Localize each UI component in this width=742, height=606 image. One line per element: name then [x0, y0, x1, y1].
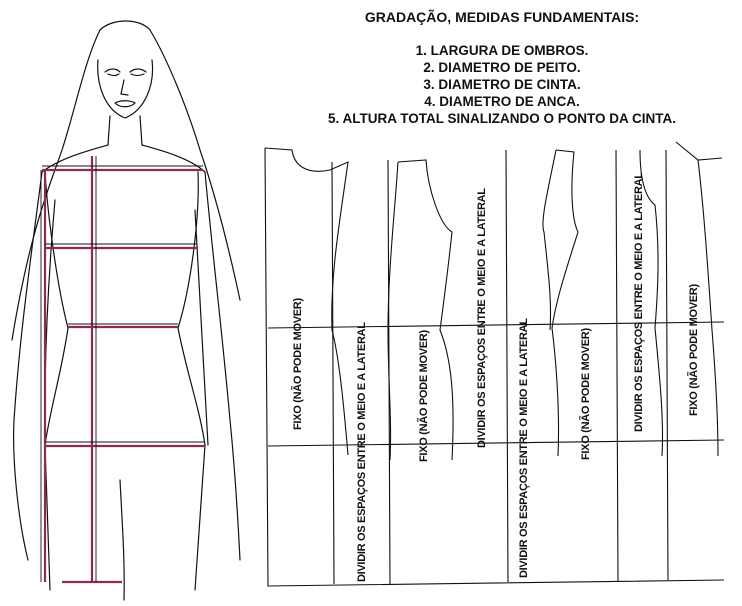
back-bodice-shoulder	[675, 141, 723, 161]
side-front-piece	[397, 159, 454, 461]
label-fixed-side-front: FIXO (NÃO PODE MOVER)	[418, 330, 430, 462]
torso-left	[44, 171, 69, 591]
label-divide-1: DIVIDIR OS ESPAÇOS ENTRE O MEIO E A LATE…	[356, 322, 368, 582]
measure-item-4: 4. DIAMETRO DE ANCA.	[424, 94, 580, 109]
back-center	[697, 159, 719, 457]
side-back-piece	[551, 149, 579, 457]
pattern-frame	[264, 147, 725, 587]
torso-right	[177, 171, 206, 591]
right-arm	[194, 171, 241, 561]
divider-4	[615, 149, 619, 583]
label-fixed-side-back: FIXO (NÃO PODE MOVER)	[580, 328, 592, 460]
measurements-header: GRADAÇÃO, MEDIDAS FUNDAMENTAIS: 1. LARGU…	[262, 8, 742, 127]
measurement-line-shadows	[40, 156, 205, 582]
mouth	[114, 100, 136, 108]
hair-outline	[11, 29, 241, 341]
label-divide-3: DIVIDIR OS ESPAÇOS ENTRE O MEIO E A LATE…	[518, 318, 530, 578]
left-arm	[13, 171, 56, 561]
divider-5	[665, 149, 669, 581]
waist-guide-line	[267, 321, 725, 329]
divider-1	[331, 161, 335, 585]
left-eye	[104, 68, 121, 77]
inner-leg	[119, 479, 125, 601]
label-fixed-front: FIXO (NÃO PODE MOVER)	[292, 298, 304, 430]
head-top	[99, 20, 151, 31]
label-divide-2: DIVIDIR OS ESPAÇOS ENTRE O MEIO E A LATE…	[476, 188, 488, 448]
divider-3	[505, 149, 509, 583]
measure-item-1: 1. LARGURA DE OMBROS.	[415, 43, 589, 58]
side-back-seam	[542, 149, 557, 331]
measurement-lines	[42, 156, 205, 584]
back-bodice-piece	[639, 149, 664, 457]
side-front-seam	[387, 161, 399, 461]
pattern-block	[264, 141, 725, 587]
hip-guide-line	[267, 439, 725, 447]
label-fixed-back: FIXO (NÃO PODE MOVER)	[688, 284, 700, 416]
nose	[120, 79, 129, 96]
measure-item-2: 2. DIAMETRO DE PEITO.	[423, 60, 581, 75]
neck	[107, 115, 143, 146]
header-title: GRADAÇÃO, MEDIDAS FUNDAMENTAIS:	[364, 9, 640, 25]
face-outline	[97, 59, 154, 119]
front-bodice-piece	[264, 147, 349, 456]
measure-item-5: 5. ALTURA TOTAL SINALIZANDO O PONTO DA C…	[328, 111, 676, 126]
figure-sketch	[11, 20, 241, 601]
label-divide-4: DIVIDIR OS ESPAÇOS ENTRE O MEIO E A LATE…	[633, 172, 645, 432]
shoulders	[41, 144, 206, 173]
right-eye	[129, 68, 147, 77]
measure-item-3: 3. DIAMETRO DE CINTA.	[423, 77, 581, 92]
